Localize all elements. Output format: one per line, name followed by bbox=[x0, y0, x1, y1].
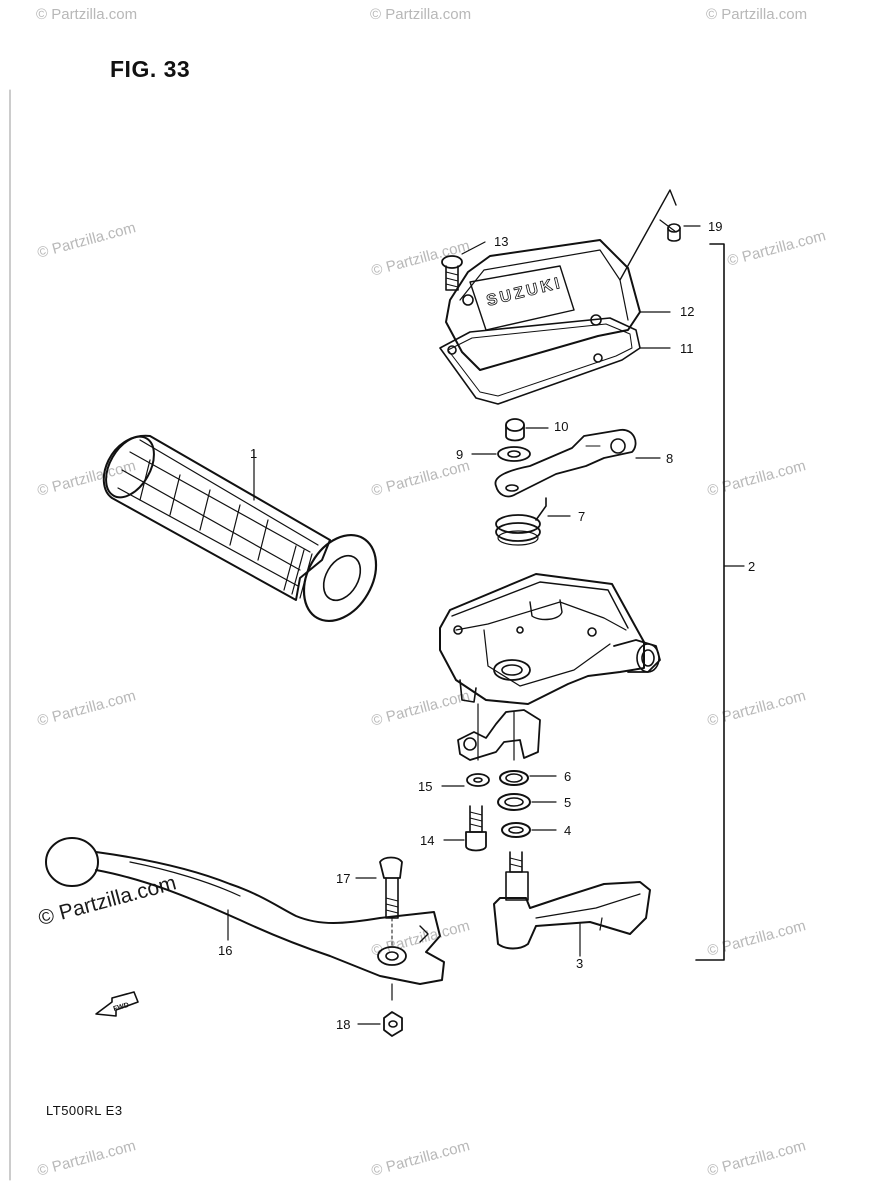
callout-8: 8 bbox=[666, 451, 673, 466]
callout-18: 18 bbox=[336, 1017, 350, 1032]
seal-6 bbox=[499, 770, 557, 786]
callout-9: 9 bbox=[456, 447, 463, 462]
assembly-bracket-2 bbox=[695, 243, 745, 961]
callout-12: 12 bbox=[680, 304, 694, 319]
gasket-11 bbox=[439, 317, 671, 405]
figure-title: FIG. 33 bbox=[110, 56, 191, 82]
lever-plate-8 bbox=[494, 429, 661, 498]
watermark: © Partzilla.com bbox=[370, 6, 472, 23]
callout-14: 14 bbox=[420, 833, 434, 848]
nut-18 bbox=[357, 1011, 403, 1037]
throttle-lever-3 bbox=[493, 851, 651, 957]
callout-17: 17 bbox=[336, 871, 350, 886]
callout-1: 1 bbox=[250, 446, 257, 461]
callout-labels: 1 2 3 4 5 6 7 8 9 10 11 12 13 14 15 16 1… bbox=[218, 219, 755, 1032]
callout-13: 13 bbox=[494, 234, 508, 249]
callout-2: 2 bbox=[748, 559, 755, 574]
pivot-bolt-17 bbox=[355, 856, 403, 947]
nut-10 bbox=[505, 418, 549, 442]
cover-brand-text: SUZUKI bbox=[485, 275, 564, 310]
model-code: LT500RL E3 bbox=[46, 1103, 123, 1118]
fwd-arrow-icon: FWD bbox=[95, 991, 139, 1017]
watermark: © Partzilla.com bbox=[36, 6, 138, 23]
watermark: © Partzilla.com bbox=[706, 6, 808, 23]
washer-9 bbox=[471, 446, 531, 462]
callout-7: 7 bbox=[578, 509, 585, 524]
callout-3: 3 bbox=[576, 956, 583, 971]
housing bbox=[439, 573, 661, 705]
callout-16: 16 bbox=[218, 943, 232, 958]
spring-7 bbox=[495, 497, 571, 546]
screw-13 bbox=[441, 241, 486, 291]
seal-5 bbox=[497, 793, 557, 811]
callout-11: 11 bbox=[680, 341, 694, 356]
callout-19: 19 bbox=[708, 219, 722, 234]
callout-15: 15 bbox=[418, 779, 432, 794]
callout-6: 6 bbox=[564, 769, 571, 784]
clamp bbox=[457, 703, 541, 761]
callout-4: 4 bbox=[564, 823, 571, 838]
washer-4 bbox=[501, 822, 557, 838]
washer-15 bbox=[441, 773, 490, 787]
grip bbox=[102, 434, 378, 623]
brake-lever-16 bbox=[45, 837, 445, 1001]
fwd-label: FWD bbox=[113, 1002, 130, 1013]
cap-19 bbox=[619, 189, 701, 281]
bolt-14 bbox=[443, 805, 487, 852]
callout-10: 10 bbox=[554, 419, 568, 434]
callout-5: 5 bbox=[564, 795, 571, 810]
